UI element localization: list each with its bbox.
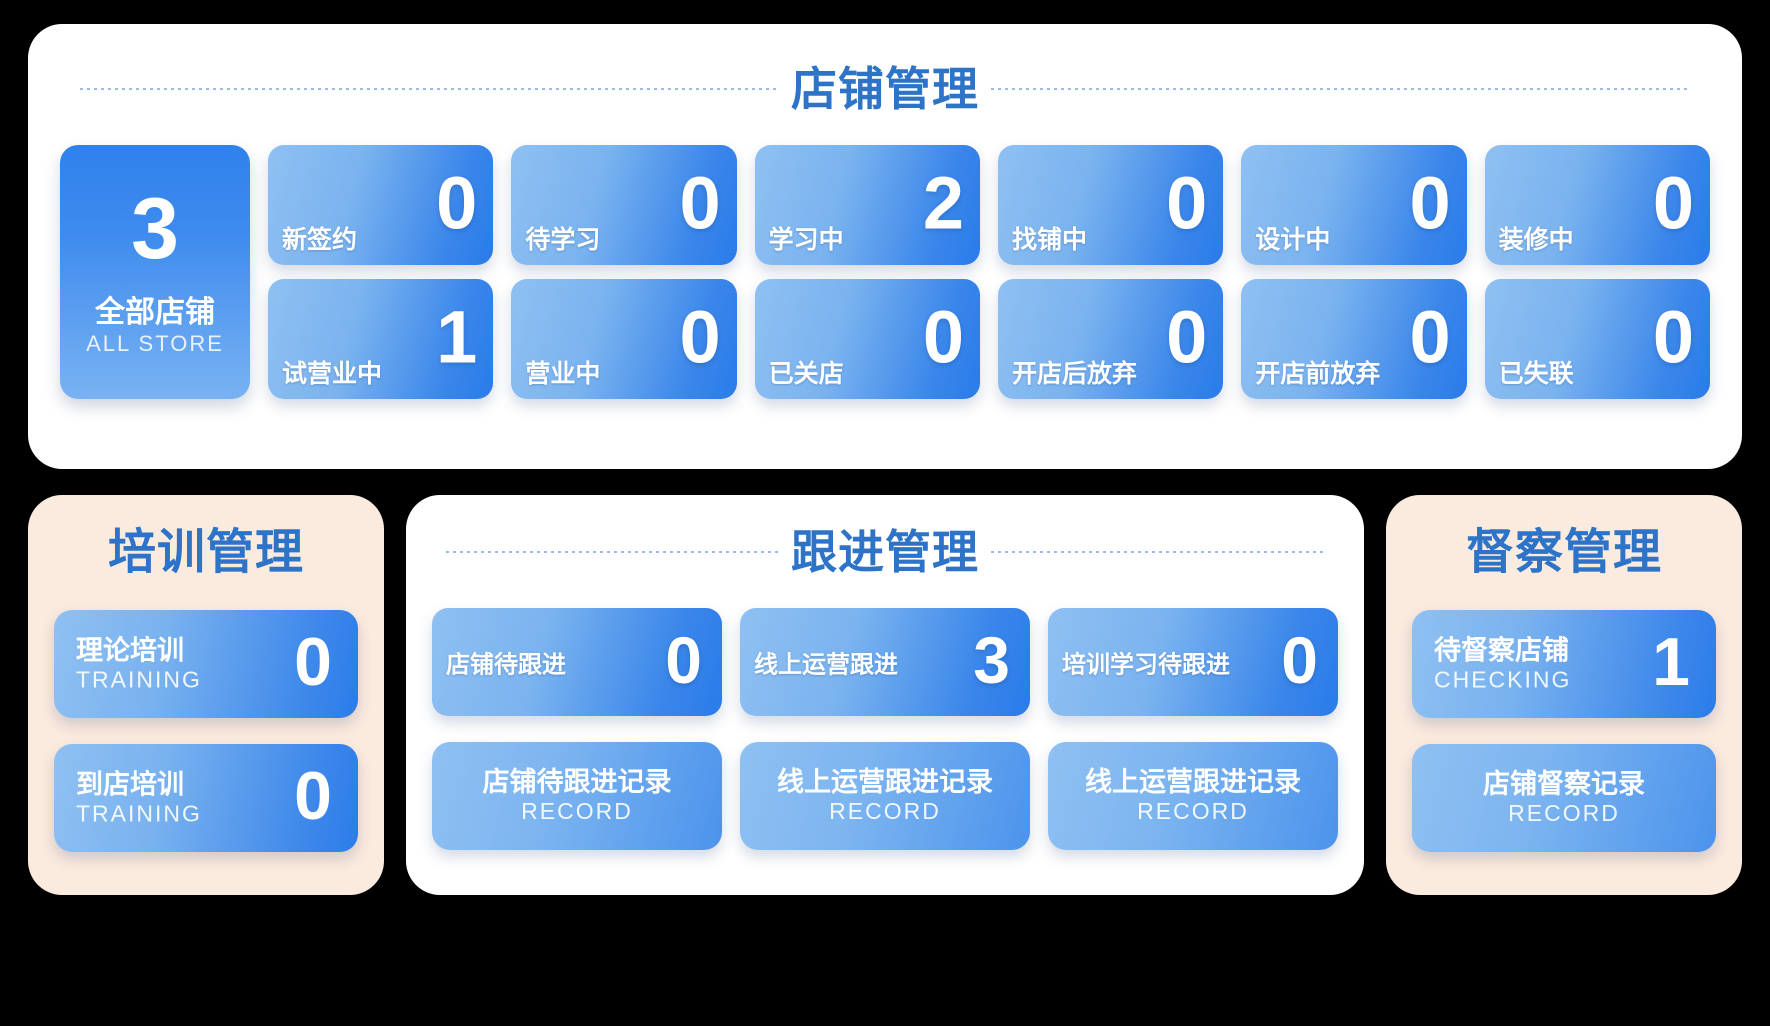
inspection-section-title: 督察管理 [1465, 526, 1662, 579]
training-label-cn: 理论培训 [76, 635, 184, 666]
followup-record-online-operation-2[interactable]: 线上运营跟进记录 RECORD [1048, 741, 1338, 850]
tile-label: 线上运营跟进 [754, 651, 898, 679]
store-status-row-1: 新签约 0 待学习 0 学习中 2 找铺中 0 [268, 144, 1710, 265]
record-label-cn: 店铺待跟进记录 [482, 766, 672, 797]
store-status-tile-abandoned-after-open[interactable]: 开店后放弃 0 [997, 278, 1224, 399]
dotted-rule-right [991, 88, 1690, 91]
inspection-card-pending-stores[interactable]: 待督察店铺 CHECKING 1 [1412, 609, 1716, 718]
store-title-row: 店铺管理 [58, 44, 1712, 115]
tile-label: 营业中 [525, 359, 601, 388]
tile-label: 已关店 [768, 359, 844, 388]
training-value: 0 [294, 757, 332, 834]
tile-value: 0 [679, 160, 721, 244]
followup-section-title: 跟进管理 [791, 526, 979, 578]
training-label-en: TRAINING [76, 800, 202, 827]
followup-stat-row: 店铺待跟进 0 线上运营跟进 3 培训学习待跟进 0 [432, 607, 1338, 716]
training-cards: 理论培训 TRAINING 0 到店培训 TRAINING 0 [54, 609, 358, 852]
dotted-rule-right [991, 551, 1324, 554]
tile-label: 开店前放弃 [1255, 359, 1381, 388]
tile-label: 试营业中 [282, 359, 383, 388]
inspection-label-cn: 待督察店铺 [1434, 635, 1569, 666]
followup-tile-online-operation[interactable]: 线上运营跟进 3 [740, 607, 1030, 716]
tile-label: 新签约 [282, 225, 358, 254]
tile-value: 3 [973, 622, 1010, 697]
inspection-management-panel: 督察管理 待督察店铺 CHECKING 1 店铺督察记录 RECORD [1386, 495, 1742, 895]
bottom-panels: 培训管理 理论培训 TRAINING 0 到店培训 TRAINING 0 [28, 495, 1742, 895]
tile-value: 0 [1652, 294, 1694, 378]
inspection-record-store[interactable]: 店铺督察记录 RECORD [1412, 743, 1716, 852]
tile-value: 0 [1409, 160, 1451, 244]
tile-label: 开店后放弃 [1011, 359, 1137, 388]
tile-label: 待学习 [525, 225, 601, 254]
tile-label: 装修中 [1498, 225, 1574, 254]
store-status-rows: 新签约 0 待学习 0 学习中 2 找铺中 0 [268, 144, 1710, 399]
inspection-label-en: CHECKING [1434, 666, 1572, 693]
record-label-cn: 店铺督察记录 [1483, 768, 1645, 799]
store-status-tile-pending-study[interactable]: 待学习 0 [511, 144, 737, 265]
store-status-tile-operating[interactable]: 营业中 0 [511, 278, 737, 399]
tile-value: 0 [665, 622, 702, 697]
tile-value: 0 [1409, 294, 1451, 378]
training-label-cn: 到店培训 [76, 769, 184, 800]
store-status-tile-new-contract[interactable]: 新签约 0 [268, 144, 494, 265]
record-label-en: RECORD [829, 797, 941, 824]
tile-label: 培训学习待跟进 [1062, 651, 1230, 679]
tile-value: 0 [1281, 622, 1318, 697]
store-status-row-2: 试营业中 1 营业中 0 已关店 0 开店后放弃 0 [268, 278, 1710, 399]
store-grid: 3 全部店铺 ALL STORE 新签约 0 待学习 0 学习中 [58, 144, 1712, 399]
tile-value: 1 [436, 294, 478, 378]
followup-tile-training-pending[interactable]: 培训学习待跟进 0 [1048, 607, 1338, 716]
tile-label: 找铺中 [1011, 225, 1087, 254]
tile-value: 0 [436, 160, 478, 244]
followup-management-panel: 跟进管理 店铺待跟进 0 线上运营跟进 3 培训学习待跟进 0 [406, 495, 1364, 895]
training-card-text: 到店培训 TRAINING [76, 769, 202, 826]
all-store-tile[interactable]: 3 全部店铺 ALL STORE [60, 144, 250, 399]
followup-record-store-pending[interactable]: 店铺待跟进记录 RECORD [432, 741, 722, 850]
all-store-label-en: ALL STORE [86, 331, 224, 357]
store-status-tile-closed[interactable]: 已关店 0 [754, 278, 980, 399]
training-value: 0 [294, 623, 332, 700]
inspection-value: 1 [1652, 623, 1690, 700]
followup-record-online-operation-1[interactable]: 线上运营跟进记录 RECORD [740, 741, 1030, 850]
all-store-value: 3 [131, 181, 179, 278]
record-label-cn: 线上运营跟进记录 [777, 766, 993, 797]
store-section-title: 店铺管理 [791, 63, 979, 115]
record-label-en: RECORD [1508, 800, 1620, 827]
tile-value: 0 [679, 294, 721, 378]
record-label-en: RECORD [1137, 797, 1249, 824]
training-label-en: TRAINING [76, 666, 202, 693]
tile-value: 0 [1166, 294, 1208, 378]
tile-label: 已失联 [1498, 359, 1574, 388]
training-card-text: 理论培训 TRAINING [76, 635, 202, 692]
tile-value: 2 [922, 160, 964, 244]
training-section-title: 培训管理 [107, 526, 304, 579]
tile-value: 0 [1166, 160, 1208, 244]
store-status-tile-decorating[interactable]: 装修中 0 [1484, 144, 1710, 265]
store-status-tile-lost-contact[interactable]: 已失联 0 [1484, 278, 1710, 399]
tile-label: 设计中 [1255, 225, 1331, 254]
followup-title-row: 跟进管理 [432, 517, 1338, 578]
store-management-panel: 店铺管理 3 全部店铺 ALL STORE 新签约 0 待学习 0 [28, 24, 1742, 469]
record-label-en: RECORD [521, 797, 633, 824]
store-status-tile-finding-shop[interactable]: 找铺中 0 [997, 144, 1224, 265]
store-status-tile-trial-operation[interactable]: 试营业中 1 [268, 278, 494, 399]
tile-label: 店铺待跟进 [446, 651, 566, 679]
store-status-tile-abandoned-before-open[interactable]: 开店前放弃 0 [1241, 278, 1467, 399]
inspection-cards: 待督察店铺 CHECKING 1 店铺督察记录 RECORD [1412, 609, 1716, 852]
tile-value: 0 [1652, 160, 1694, 244]
record-label-cn: 线上运营跟进记录 [1085, 766, 1301, 797]
tile-label: 学习中 [768, 225, 844, 254]
followup-tile-store-pending[interactable]: 店铺待跟进 0 [432, 607, 722, 716]
followup-record-row: 店铺待跟进记录 RECORD 线上运营跟进记录 RECORD 线上运营跟进记录 … [432, 741, 1338, 850]
training-management-panel: 培训管理 理论培训 TRAINING 0 到店培训 TRAINING 0 [28, 495, 384, 895]
tile-value: 0 [922, 294, 964, 378]
inspection-card-text: 待督察店铺 CHECKING [1434, 635, 1571, 692]
all-store-label-cn: 全部店铺 [95, 296, 215, 330]
training-card-onsite[interactable]: 到店培训 TRAINING 0 [54, 743, 358, 852]
store-status-tile-studying[interactable]: 学习中 2 [754, 144, 980, 265]
dotted-rule-left [80, 88, 779, 91]
dotted-rule-left [446, 551, 779, 554]
training-card-theory[interactable]: 理论培训 TRAINING 0 [54, 609, 358, 718]
store-status-tile-designing[interactable]: 设计中 0 [1241, 144, 1467, 265]
